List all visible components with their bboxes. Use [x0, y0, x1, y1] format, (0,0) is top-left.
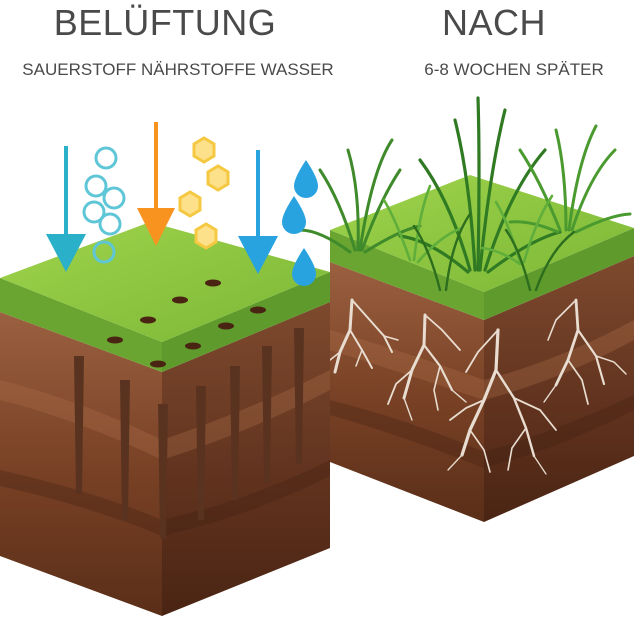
after-grass-right-edge [484, 228, 634, 320]
root-cluster [387, 313, 467, 421]
arrow-icon [137, 122, 175, 246]
after-subtitle: 6-8 WOCHEN SPÄTER [424, 60, 604, 79]
nutrients-icon [178, 136, 230, 250]
after-title: NACH [441, 2, 546, 43]
aeration-title: BELÜFTUNG [53, 2, 277, 43]
water-drops-icon [282, 160, 318, 286]
aeration-soil-right-face [162, 302, 330, 616]
arrow-icon [46, 146, 86, 272]
oxygen-bubbles-icon [82, 146, 126, 264]
after-soil-right-face [484, 256, 634, 522]
after-grass-left-edge [330, 230, 484, 320]
aeration-holes [107, 279, 266, 368]
root-cluster [543, 298, 627, 405]
aeration-channels [74, 328, 304, 538]
after-soil-cube [330, 175, 634, 522]
root-cluster [329, 298, 399, 374]
grass-tufts [298, 96, 632, 292]
aeration-subtitle: SAUERSTOFF NÄHRSTOFFE WASSER [22, 60, 334, 79]
after-grass-top [330, 175, 634, 292]
aeration-grass-right-edge [162, 272, 330, 372]
aeration-grass-left-edge [0, 278, 162, 372]
arrow-icon [238, 150, 278, 274]
grass-roots [329, 298, 627, 475]
root-cluster [447, 328, 557, 475]
